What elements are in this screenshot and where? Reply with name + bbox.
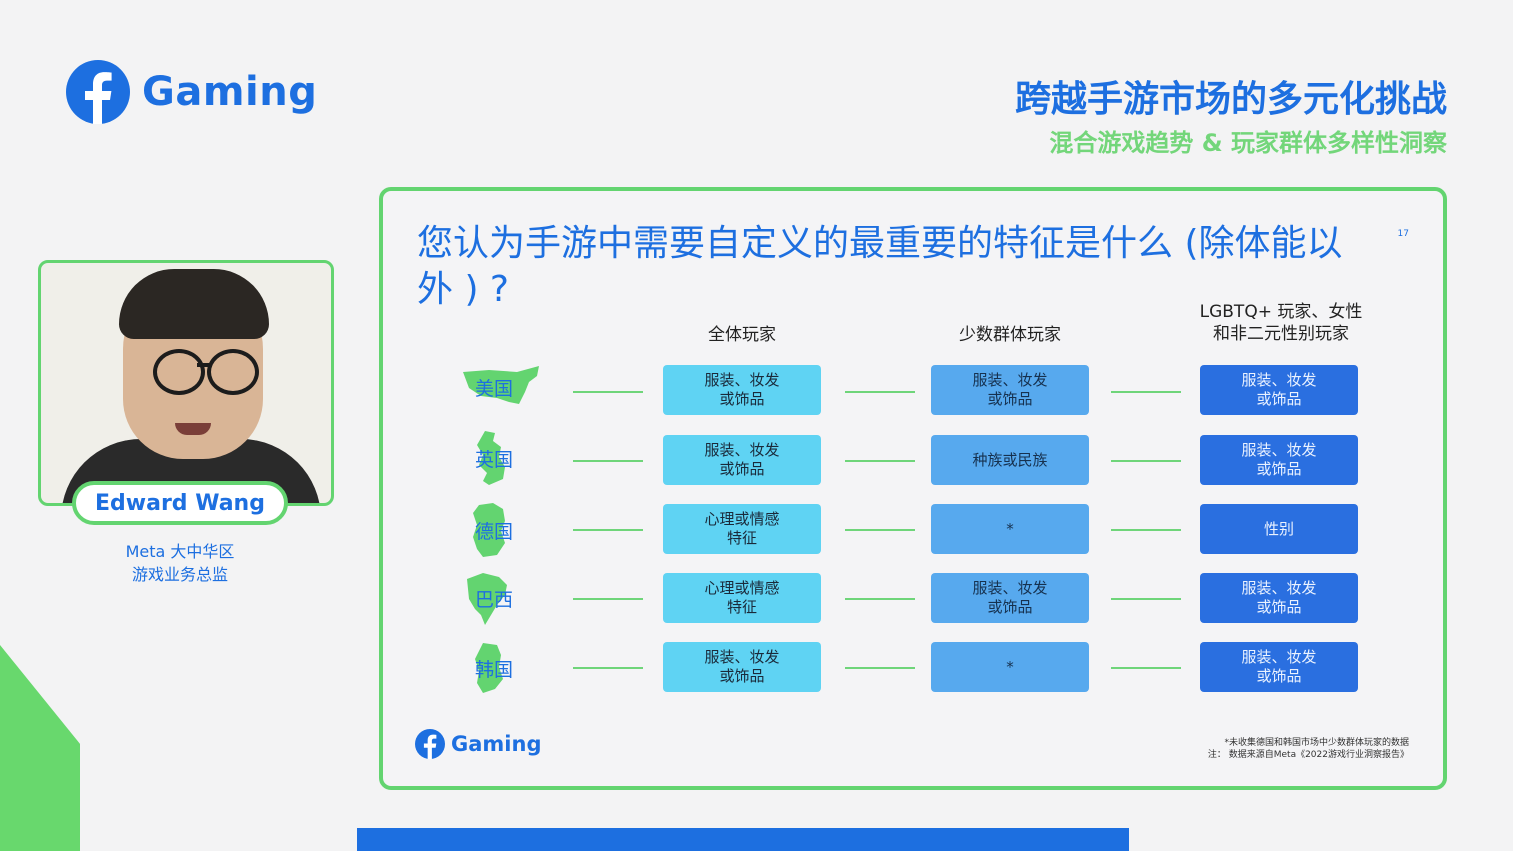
country-usa: 美国	[459, 358, 549, 416]
column-header-lgbtq: LGBTQ+ 玩家、女性 和非二元性别玩家	[1199, 302, 1363, 344]
slide-notes: *未收集德国和韩国市场中少数群体玩家的数据 注： 数据来源自Meta《2022游…	[1207, 738, 1409, 760]
cell-uk-lgbtq: 服装、妆发或饰品	[1200, 435, 1358, 485]
decorative-bottom-bar	[357, 828, 1129, 851]
column-header-all: 全体玩家	[708, 325, 776, 345]
decorative-corner	[0, 645, 80, 851]
cell-brazil-all: 心理或情感特征	[663, 573, 821, 623]
cell-korea-lgbtq: 服装、妆发或饰品	[1200, 642, 1358, 692]
country-korea: 韩国	[459, 639, 549, 697]
country-brazil: 巴西	[459, 569, 549, 627]
presentation-slide: 您认为手游中需要自定义的最重要的特征是什么 (除体能以外 ) ? 17 全体玩家…	[379, 187, 1447, 790]
slide-brand: Gaming	[415, 729, 541, 759]
cell-brazil-minority: 服装、妆发或饰品	[931, 573, 1089, 623]
speaker-name: Edward Wang	[72, 481, 288, 525]
cell-uk-all: 服装、妆发或饰品	[663, 435, 821, 485]
usa-map-icon	[463, 366, 539, 404]
brand-name: Gaming	[142, 69, 318, 115]
speaker-role: Meta 大中华区 游戏业务总监	[125, 542, 235, 584]
page-title: 跨越手游市场的多元化挑战	[1014, 79, 1447, 120]
cell-korea-all: 服装、妆发或饰品	[663, 642, 821, 692]
country-uk: 英国	[459, 429, 549, 487]
cell-germany-lgbtq: 性别	[1200, 504, 1358, 554]
country-germany: 德国	[459, 501, 549, 559]
brand-header: Gaming	[66, 60, 317, 124]
facebook-logo-icon	[66, 60, 130, 124]
korea-map-icon	[475, 643, 503, 693]
cell-uk-minority: 种族或民族	[931, 435, 1089, 485]
cell-usa-all: 服装、妆发或饰品	[663, 365, 821, 415]
cell-germany-minority: *	[931, 504, 1089, 554]
uk-map-icon	[477, 431, 505, 485]
cell-brazil-lgbtq: 服装、妆发或饰品	[1200, 573, 1358, 623]
speaker-video	[38, 260, 334, 506]
slide-question: 您认为手游中需要自定义的最重要的特征是什么 (除体能以外 ) ?	[417, 223, 1343, 310]
column-header-minority: 少数群体玩家	[959, 325, 1061, 345]
page-subtitle: 混合游戏趋势 & 玩家群体多样性洞察	[1049, 129, 1447, 157]
cell-usa-lgbtq: 服装、妆发或饰品	[1200, 365, 1358, 415]
brazil-map-icon	[467, 573, 507, 625]
germany-map-icon	[473, 503, 505, 557]
page-number: 17	[1397, 229, 1409, 239]
cell-germany-all: 心理或情感特征	[663, 504, 821, 554]
cell-korea-minority: *	[931, 642, 1089, 692]
slide-brand-name: Gaming	[451, 732, 542, 756]
facebook-logo-icon	[415, 729, 445, 759]
cell-usa-minority: 服装、妆发或饰品	[931, 365, 1089, 415]
